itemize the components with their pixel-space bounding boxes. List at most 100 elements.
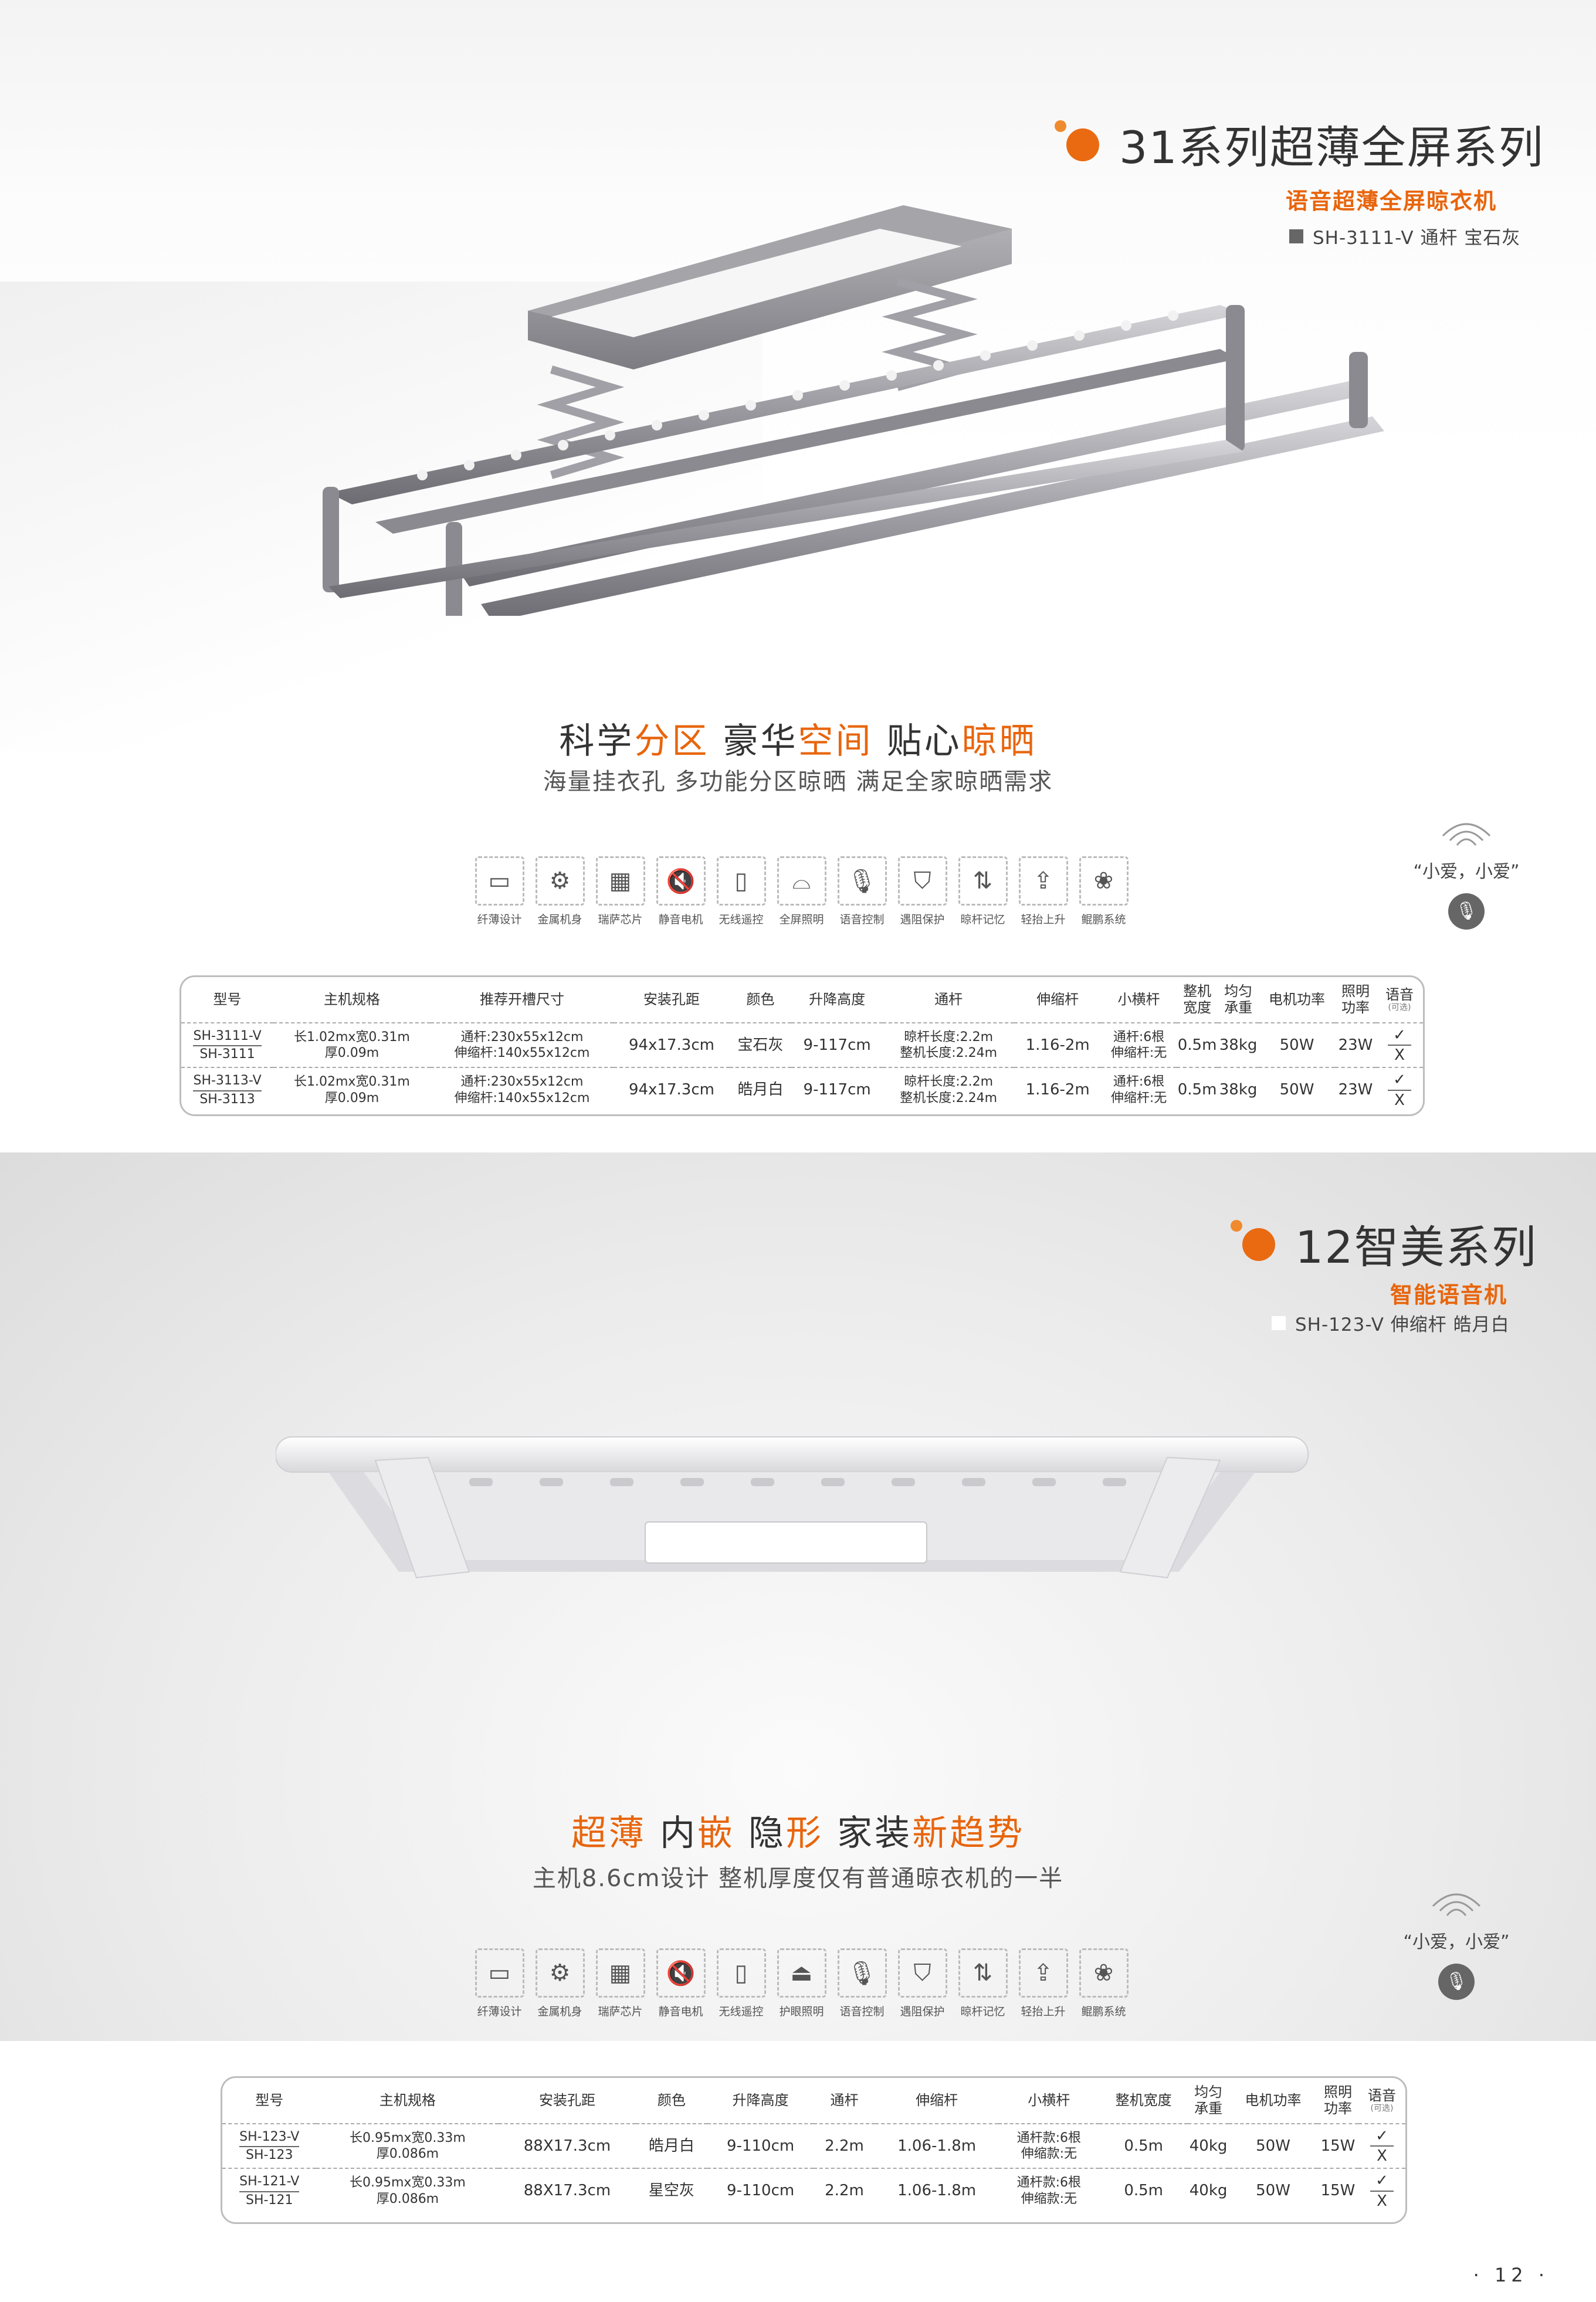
- feature-label: 轻抬上升: [1021, 913, 1066, 926]
- feature-item: ▭纤薄设计: [469, 1948, 530, 2019]
- feature-item: ❀鲲鹏系统: [1073, 856, 1134, 927]
- mic-icon: 🎙: [837, 1948, 887, 1998]
- kunpeng-icon: ❀: [1079, 1948, 1129, 1998]
- series-12-title: 12智美系列: [1226, 1211, 1537, 1276]
- th-lift: 升降高度: [707, 2078, 814, 2124]
- feature-label: 金属机身: [537, 2005, 582, 2018]
- th-crossbar: 小横杆: [1101, 977, 1177, 1023]
- series-12-model-line: SH-123-V 伸缩杆 皓月白: [1272, 1310, 1510, 1336]
- remote-icon: ▯: [716, 1948, 766, 1998]
- mute-icon: 🔇: [656, 1948, 706, 1998]
- series-12-section: [0, 1152, 1596, 2041]
- voice-waves-icon: [1432, 1893, 1481, 1916]
- th-telescopic: 伸缩杆: [1014, 977, 1101, 1023]
- shield-icon: ⛉: [897, 856, 947, 906]
- color-swatch: [1289, 229, 1303, 243]
- series-31-voice-badge: “小爱，小爱” 🎙: [1408, 812, 1525, 930]
- orange-dots-icon: [1050, 120, 1114, 167]
- lift-icon: ⇪: [1018, 856, 1068, 906]
- th-width: 整机宽度: [1177, 977, 1218, 1023]
- chip-icon: ▦: [595, 1948, 645, 1998]
- th-spec: 主机规格: [273, 977, 431, 1023]
- voice-waves-icon: [1442, 823, 1491, 846]
- feature-label: 瑞萨芯片: [598, 913, 643, 926]
- mic-icon: 🎙: [837, 856, 887, 906]
- kunpeng-icon: ❀: [1079, 856, 1129, 906]
- feature-label: 晾杆记忆: [960, 913, 1005, 926]
- chip-icon: ▦: [595, 856, 645, 906]
- feature-item: ▭纤薄设计: [469, 856, 530, 927]
- th-light: 照明功率: [1317, 2078, 1358, 2124]
- feature-label: 静音电机: [658, 2005, 703, 2018]
- series-31-slogan-sub: 海量挂衣孔 多功能分区晾晒 满足全家晾晒需求: [543, 768, 1053, 795]
- th-motor: 电机功率: [1229, 2078, 1317, 2124]
- eye-lamp-icon: ⏏: [777, 1948, 826, 1998]
- page-number: · 12 ·: [1473, 2264, 1549, 2286]
- feature-item: ⇪ 轻抬上升: [1013, 856, 1073, 927]
- feature-item: ⇅ 晾杆记忆: [953, 856, 1013, 927]
- shield-icon: ⛉: [897, 1948, 947, 1998]
- feature-item: ⛉遇阻保护: [892, 856, 953, 927]
- th-lift: 升降高度: [791, 977, 883, 1023]
- series-31-product-name: 语音超薄全屏晾衣机: [1286, 188, 1497, 214]
- th-color: 颜色: [635, 2078, 708, 2124]
- series-12-slogan: 超薄 内嵌 隐形 家装新趋势: [571, 1813, 1025, 1854]
- th-voice: 语音(可选): [1376, 977, 1423, 1023]
- th-voice: 语音(可选): [1358, 2078, 1405, 2124]
- slim-icon: ▭: [475, 856, 524, 906]
- feature-label: 轻抬上升: [1021, 2005, 1066, 2018]
- th-crossbar: 小横杆: [998, 2078, 1100, 2124]
- series-31-feature-icons: ▭纤薄设计⚙金属机身▦瑞萨芯片🔇静音电机▯无线遥控⌓全屏照明🎙语音控制⛉遇阻保护…: [469, 856, 1134, 927]
- feature-label: 瑞萨芯片: [598, 2005, 643, 2018]
- series-12-product-name: 智能语音机: [1390, 1282, 1508, 1308]
- voice-wake-phrase: “小爱，小爱”: [1403, 1932, 1510, 1952]
- th-color: 颜色: [729, 977, 792, 1023]
- series-31-model-line: SH-3111-V 通杆 宝石灰: [1289, 223, 1520, 249]
- feature-item: ⌓ 全屏照明: [771, 856, 832, 927]
- feature-label: 遇阻保护: [900, 2005, 945, 2018]
- feature-item: ⚙ 金属机身: [530, 1948, 590, 2019]
- feature-item: 🔇 静音电机: [650, 1948, 711, 2019]
- feature-item: ▦ 瑞萨芯片: [590, 856, 650, 927]
- feature-label: 护眼照明: [779, 2005, 824, 2018]
- feature-label: 金属机身: [537, 913, 582, 926]
- memory-icon: ⇅: [958, 856, 1008, 906]
- th-hole: 安装孔距: [614, 977, 730, 1023]
- drying-machine-white-image: [276, 1436, 1309, 1579]
- voice-wake-phrase: “小爱，小爱”: [1413, 862, 1520, 882]
- feature-item: ▯无线遥控: [711, 1948, 771, 2019]
- th-pole: 通杆: [814, 2078, 875, 2124]
- drying-rack-grey-image: [323, 205, 1384, 616]
- th-spec: 主机规格: [316, 2078, 499, 2124]
- th-hole: 安装孔距: [499, 2078, 636, 2124]
- remote-icon: ▯: [716, 856, 766, 906]
- feature-label: 鲲鹏系统: [1081, 2005, 1126, 2018]
- feature-item: ⇪轻抬上升: [1013, 1948, 1073, 2019]
- series-12-feature-icons: ▭纤薄设计⚙ 金属机身 ▦ 瑞萨芯片 🔇 静音电机 ▯无线遥控⏏ 护眼照明 🎙 语音控制 ⛉ 遇阻保护…: [469, 1948, 1134, 2019]
- series-31-title: 31系列超薄全屏系列: [1050, 111, 1544, 176]
- series-31-slogan: 科学分区 豪华空间 贴心晾晒: [559, 721, 1037, 762]
- th-load: 均匀承重: [1218, 977, 1259, 1023]
- feature-item: ⇅晾杆记忆: [953, 1948, 1013, 2019]
- slim-icon: ▭: [475, 1948, 524, 1998]
- feature-label: 语音控制: [839, 913, 885, 926]
- feature-item: ⛉ 遇阻保护: [892, 1948, 953, 2019]
- th-model: 型号: [181, 977, 274, 1023]
- color-swatch: [1272, 1316, 1286, 1330]
- gear-icon: ⚙: [535, 856, 585, 906]
- th-telescopic: 伸缩杆: [875, 2078, 999, 2124]
- th-motor: 电机功率: [1259, 977, 1335, 1023]
- series-31-spec-table: 型号 主机规格 推荐开槽尺寸 安装孔距 颜色 升降高度 通杆 伸缩杆 小横杆 整…: [179, 975, 1425, 1116]
- series-12-slogan-sub: 主机8.6cm设计 整机厚度仅有普通晾衣机的一半: [532, 1865, 1064, 1892]
- feature-label: 语音控制: [839, 2005, 885, 2018]
- memory-icon: ⇅: [958, 1948, 1008, 1998]
- th-light: 照明功率: [1335, 977, 1376, 1023]
- feature-item: ⏏ 护眼照明: [771, 1948, 832, 2019]
- mute-icon: 🔇: [656, 856, 706, 906]
- feature-label: 全屏照明: [779, 913, 824, 926]
- gear-icon: ⚙: [535, 1948, 585, 1998]
- th-pole: 通杆: [883, 977, 1015, 1023]
- lamp-icon: ⌓: [777, 856, 826, 906]
